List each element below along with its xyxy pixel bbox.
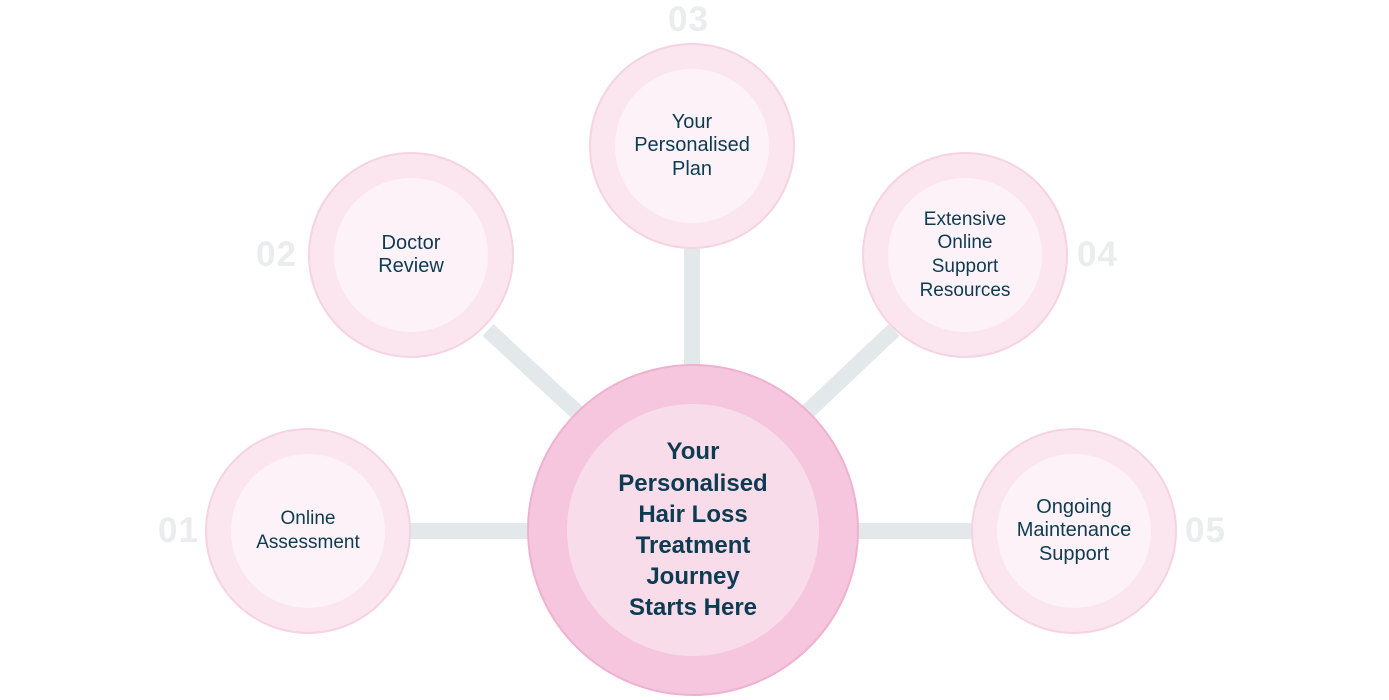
step-label-personalised-plan: Your Personalised Plan (634, 111, 750, 180)
step-label-online-assessment: Online Assessment (256, 508, 360, 553)
center-node-inner: Your Personalised Hair Loss Treatment Jo… (567, 404, 819, 656)
center-node: Your Personalised Hair Loss Treatment Jo… (527, 364, 859, 696)
step-node-online-support-resources: Extensive Online Support Resources (862, 152, 1068, 358)
step-node-ongoing-maintenance-support: Ongoing Maintenance Support (971, 428, 1177, 634)
connector-04 (798, 324, 900, 421)
step-label-doctor-review: Doctor Review (378, 231, 444, 277)
step-node-inner: Doctor Review (334, 178, 488, 332)
step-node-inner: Extensive Online Support Resources (888, 178, 1042, 332)
step-node-doctor-review: Doctor Review (308, 152, 514, 358)
step-number-01: 01 (158, 511, 199, 550)
center-label: Your Personalised Hair Loss Treatment Jo… (618, 438, 768, 622)
step-node-personalised-plan: Your Personalised Plan (589, 43, 795, 249)
step-label-ongoing-maintenance-support: Ongoing Maintenance Support (1016, 496, 1132, 565)
step-node-inner: Your Personalised Plan (615, 69, 769, 223)
step-number-04: 04 (1077, 235, 1118, 274)
step-label-online-support-resources: Extensive Online Support Resources (919, 208, 1011, 301)
step-number-03: 03 (668, 0, 709, 39)
step-number-02: 02 (256, 235, 297, 274)
step-number-05: 05 (1185, 511, 1226, 550)
step-node-inner: Ongoing Maintenance Support (997, 454, 1151, 608)
step-node-inner: Online Assessment (231, 454, 385, 608)
connector-02 (482, 324, 586, 421)
step-node-online-assessment: Online Assessment (205, 428, 411, 634)
